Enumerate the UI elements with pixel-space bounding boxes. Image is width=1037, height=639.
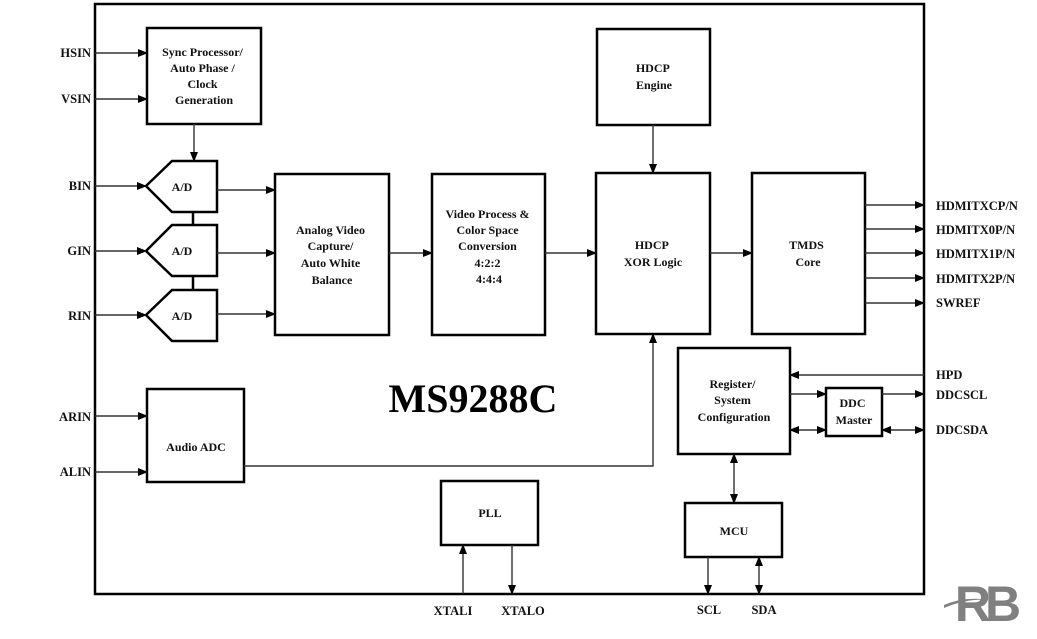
pin-sda: SDA (751, 603, 776, 617)
ad-converter-g (144, 223, 219, 278)
hdcp-xor-label: HDCP XOR Logic (624, 238, 683, 269)
ad-converter-b (144, 159, 219, 214)
hdcp-engine-block (595, 27, 712, 127)
sync-processor-block (145, 26, 263, 126)
pin-ddcsda: DDCSDA (936, 423, 988, 437)
mcu-label: MCU (720, 524, 749, 538)
reg-label: Register/ System Configuration (698, 377, 771, 424)
chip-name: MS9288C (389, 376, 558, 421)
avc-label: Analog Video Capture/ Auto White Balance (296, 223, 368, 287)
svg-text:RB: RB (955, 576, 1019, 632)
tmds-core-block (750, 171, 867, 336)
tmds-label: TMDS Core (789, 238, 827, 269)
ddc-master-block (824, 386, 884, 438)
audio-label: Audio ADC (166, 440, 226, 454)
hdcp-engine-label: HDCP Engine (636, 61, 673, 92)
pin-ddcscl: DDCSCL (936, 388, 987, 402)
pin-xtalo: XTALO (501, 604, 545, 618)
pin-hdmitxcp: HDMITXCP/N (936, 199, 1018, 213)
sync-label: Sync Processor/ Auto Phase / Clock Gener… (162, 45, 246, 107)
vp-label: Video Process & Color Space Conversion 4… (446, 207, 533, 286)
pin-swref: SWREF (936, 296, 981, 310)
register-config-block (676, 346, 792, 456)
pll-label: PLL (478, 506, 501, 520)
pll-block (439, 479, 540, 547)
ad-r-label: A/D (172, 309, 193, 323)
pin-hpd: HPD (936, 368, 962, 382)
pin-gin: GIN (67, 244, 91, 258)
pin-scl: SCL (697, 603, 721, 617)
analog-video-capture-block (273, 172, 391, 337)
pin-alin: ALIN (60, 465, 91, 479)
pin-hdmitx1p: HDMITX1P/N (936, 247, 1015, 261)
rb-logo-icon: RB (944, 576, 1025, 632)
pin-xtali: XTALI (434, 604, 473, 618)
pin-hsin: HSIN (60, 46, 91, 60)
pin-vsin: VSIN (61, 92, 91, 106)
pin-bin: BIN (69, 179, 91, 193)
pin-rin: RIN (68, 309, 91, 323)
pin-hdmitx0p: HDMITX0P/N (936, 223, 1015, 237)
pin-arin: ARIN (59, 410, 91, 424)
ad-b-label: A/D (172, 180, 193, 194)
video-process-block (430, 172, 547, 337)
ddc-label: DDC Master (836, 396, 873, 427)
ad-g-label: A/D (172, 244, 193, 258)
ad-converter-r (144, 288, 219, 343)
audio-adc-block (145, 387, 246, 484)
pin-hdmitx2p: HDMITX2P/N (936, 272, 1015, 286)
mcu-block (683, 501, 784, 559)
hdcp-xor-block (594, 171, 712, 336)
